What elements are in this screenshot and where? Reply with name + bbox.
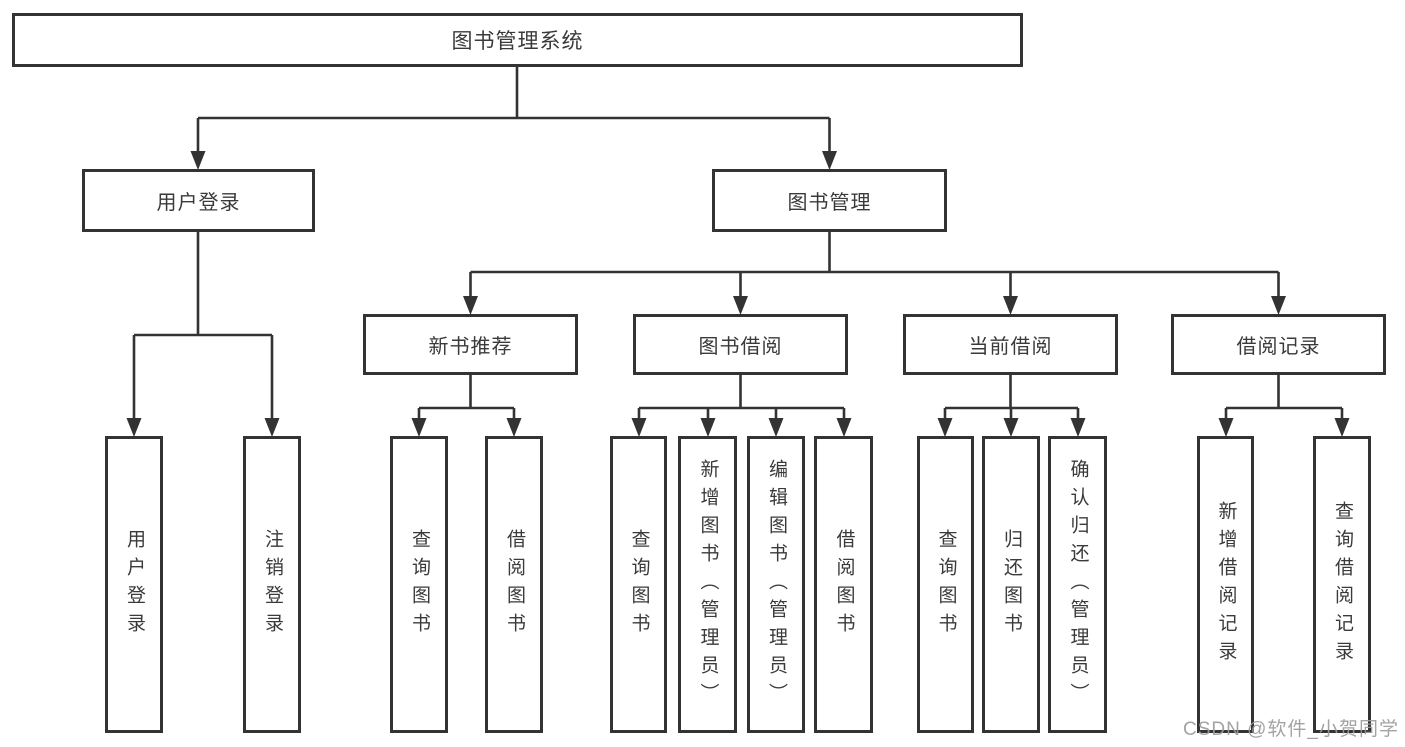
node-label: 查询借阅记录 xyxy=(1331,500,1353,669)
node-borrowing-records: 借阅记录 xyxy=(1171,314,1386,375)
node-add-borrow-record: 新增借阅记录 xyxy=(1197,436,1254,733)
node-user-login-action: 用户登录 xyxy=(105,436,163,733)
arrowheads xyxy=(126,151,1350,437)
connector-root xyxy=(196,67,831,152)
csdn-watermark: CSDN @软件_小贺同学 xyxy=(1183,719,1399,740)
node-borrow-books-recommend: 借阅图书 xyxy=(485,436,543,733)
node-book-management: 图书管理 xyxy=(712,169,947,232)
node-label: 借阅图书 xyxy=(833,528,855,641)
node-label: 借阅图书 xyxy=(503,528,525,641)
node-current-borrowing: 当前借阅 xyxy=(903,314,1118,375)
node-query-borrow-record: 查询借阅记录 xyxy=(1313,436,1371,733)
connector-new-book xyxy=(417,375,516,419)
node-label: 确认归还（管理员） xyxy=(1067,458,1089,711)
node-label: 新增图书（管理员） xyxy=(697,458,719,711)
node-label: 查询图书 xyxy=(408,528,430,641)
node-borrow-books: 借阅图书 xyxy=(814,436,873,733)
node-label: 当前借阅 xyxy=(968,336,1053,358)
node-label: 归还图书 xyxy=(1000,528,1022,641)
node-label: 查询图书 xyxy=(628,528,650,641)
connector-book-management xyxy=(469,232,1280,297)
node-label: 新增借阅记录 xyxy=(1215,500,1237,669)
connector-user-login xyxy=(132,232,274,419)
node-library-management-system: 图书管理系统 xyxy=(12,13,1023,67)
node-book-borrowing: 图书借阅 xyxy=(633,314,848,375)
node-logout: 注销登录 xyxy=(243,436,301,733)
node-query-books-borrow: 查询图书 xyxy=(610,436,667,733)
node-label: 注销登录 xyxy=(261,528,283,641)
connector-book-borrowing xyxy=(637,375,846,419)
node-label: 用户登录 xyxy=(123,528,145,641)
node-label: 查询图书 xyxy=(935,528,957,641)
node-return-book: 归还图书 xyxy=(982,436,1040,733)
node-add-book-admin: 新增图书（管理员） xyxy=(678,436,737,733)
node-confirm-return-admin: 确认归还（管理员） xyxy=(1048,436,1107,733)
node-label: 图书管理 xyxy=(787,192,872,214)
node-query-books-current: 查询图书 xyxy=(917,436,974,733)
node-label: 借阅记录 xyxy=(1236,336,1321,358)
node-new-book-recommendation: 新书推荐 xyxy=(363,314,578,375)
node-label: 图书管理系统 xyxy=(451,30,584,53)
node-user-login: 用户登录 xyxy=(82,169,315,232)
connector-current-borrowing xyxy=(943,375,1080,419)
node-label: 编辑图书（管理员） xyxy=(765,458,787,711)
node-edit-book-admin: 编辑图书（管理员） xyxy=(747,436,805,733)
node-label: 新书推荐 xyxy=(428,336,513,358)
connector-borrowing-records xyxy=(1224,375,1344,419)
node-label: 图书借阅 xyxy=(698,336,783,358)
node-label: 用户登录 xyxy=(156,192,241,214)
node-query-books-recommend: 查询图书 xyxy=(390,436,448,733)
